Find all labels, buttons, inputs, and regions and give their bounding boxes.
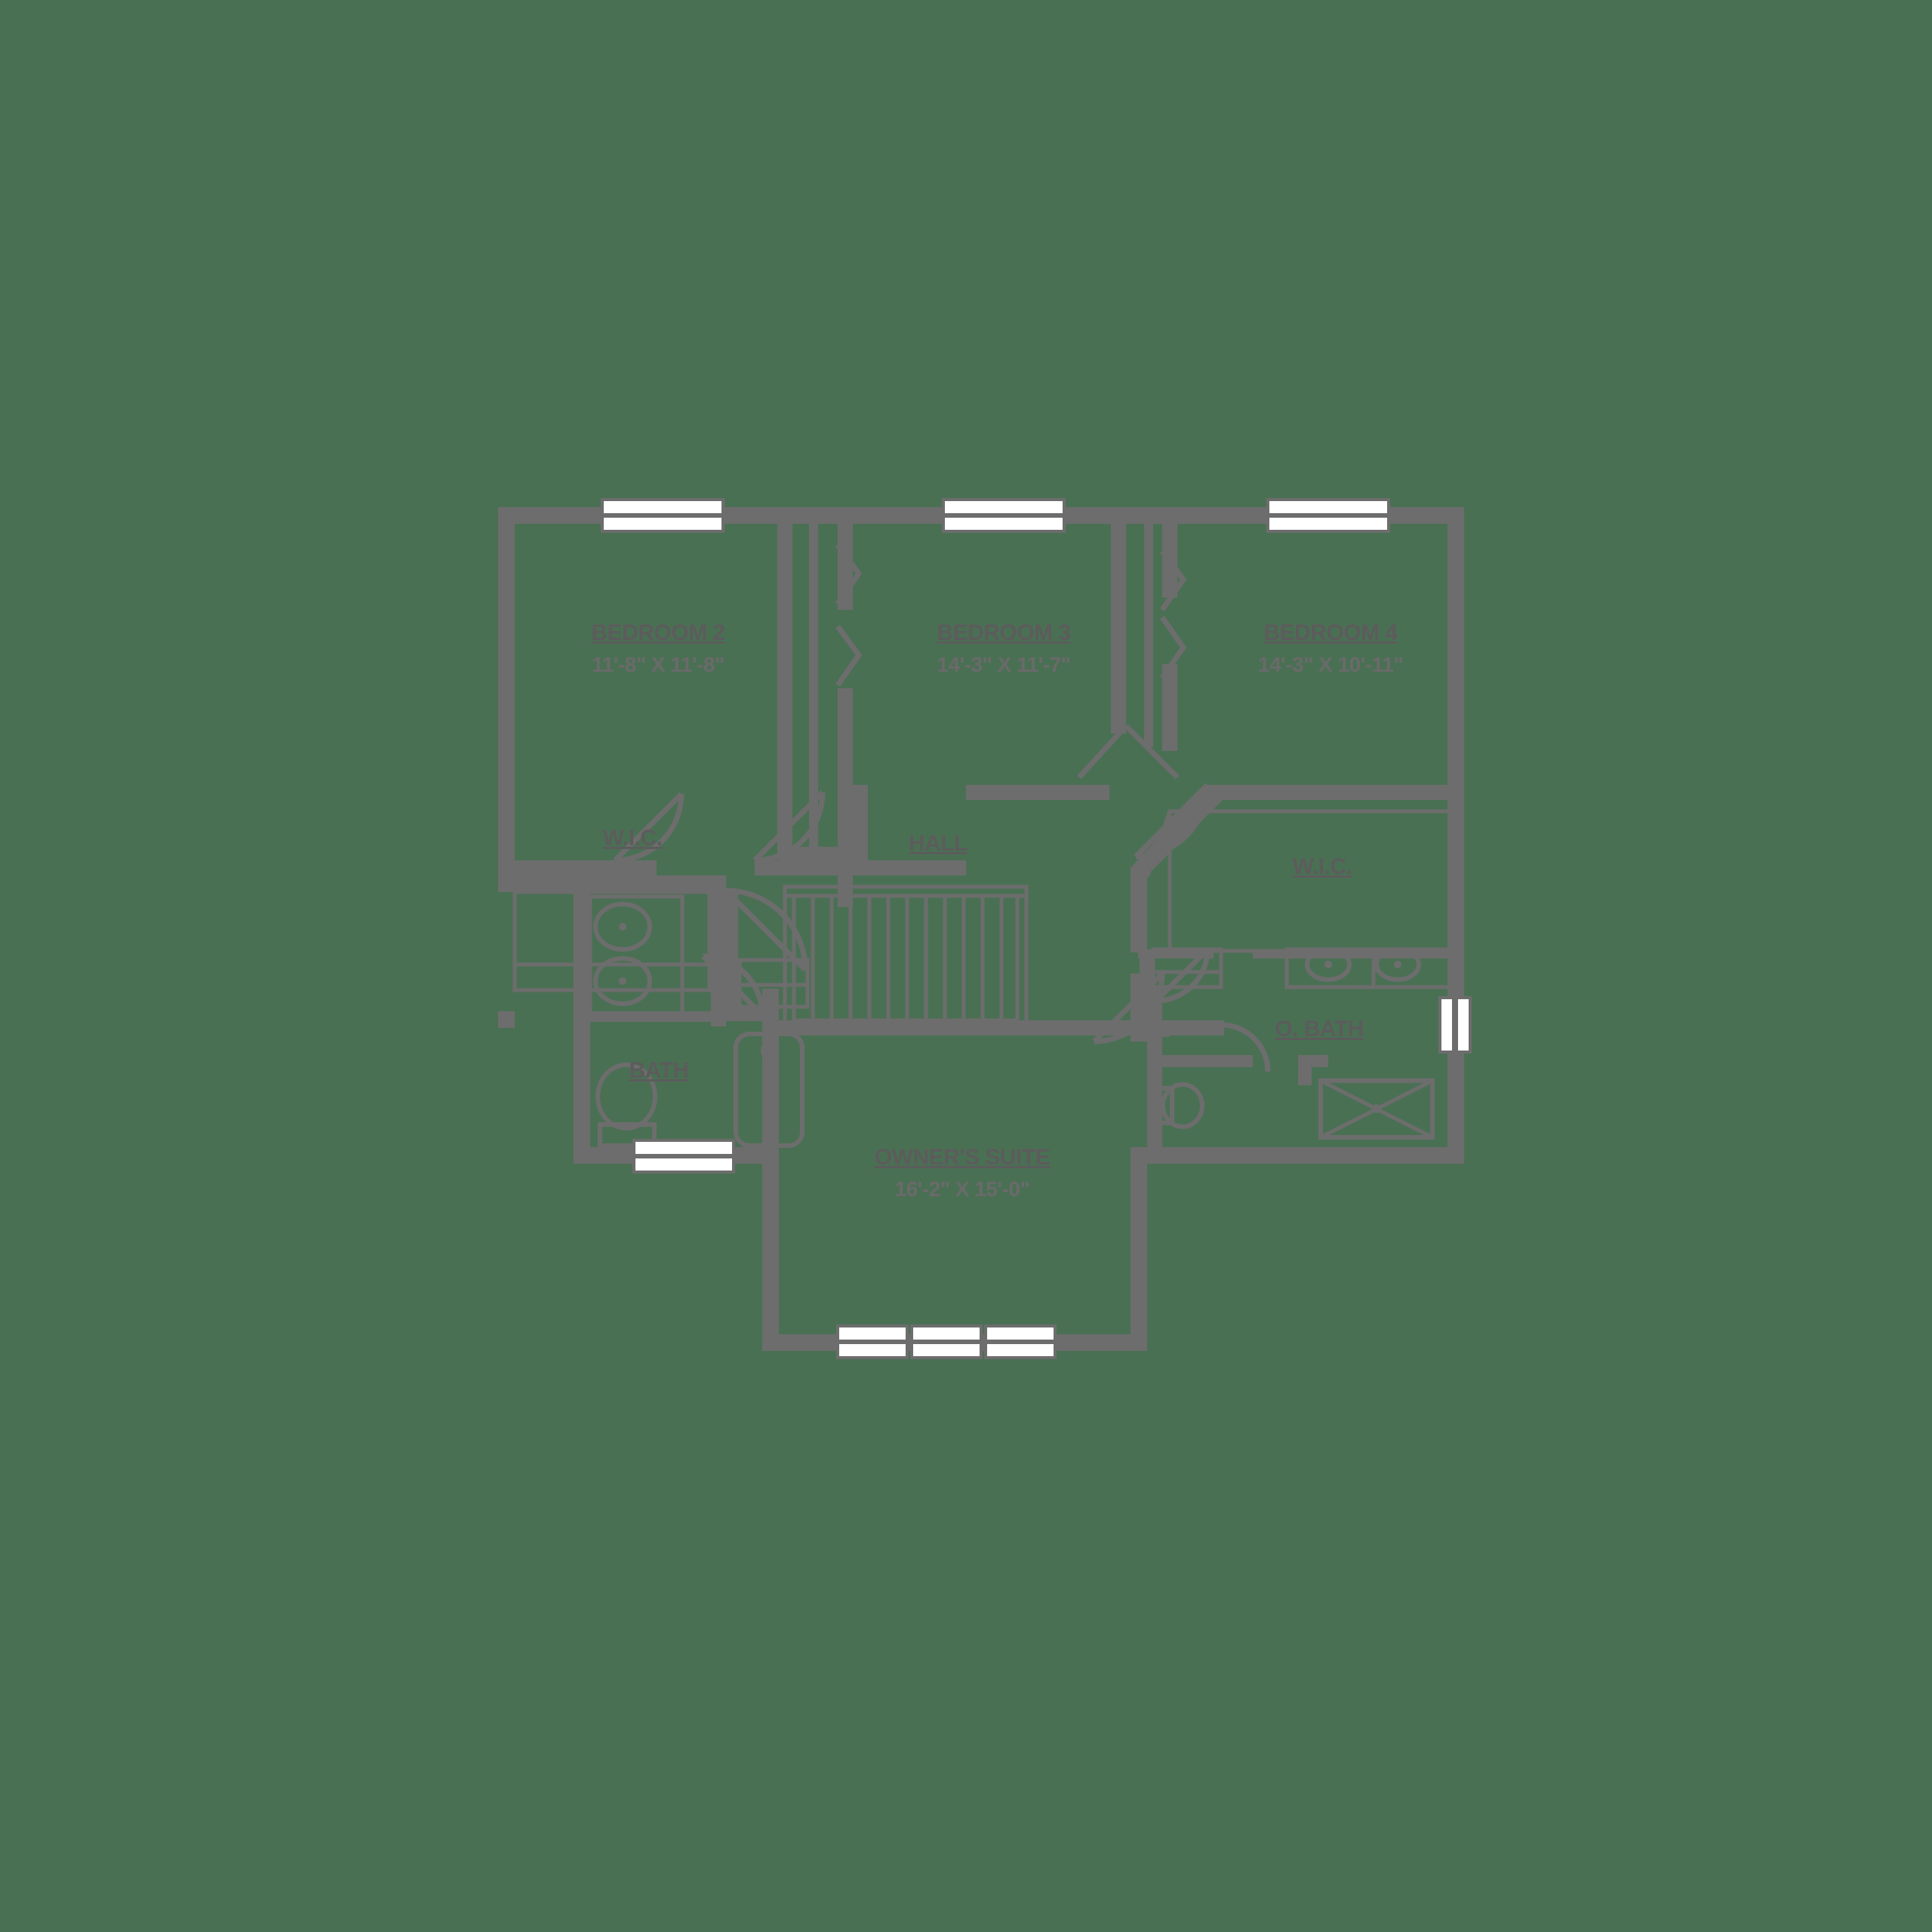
obath-toilet-icon [1153,1082,1204,1129]
bath-toilet-icon [595,1063,657,1148]
obath-shower-icon [1318,1078,1435,1140]
window-bath-bottom [632,1139,735,1174]
room-label-hall: HALL [909,831,968,856]
window-bedroom2-top [601,498,724,533]
owner-bath-fixtures [1151,947,1464,1140]
room-label-owner-bath: O. BATH [1275,1017,1364,1041]
room-label-bath: BATH [629,1058,688,1083]
closet-bedroom2 [835,543,863,688]
bath-sink-upper-icon [593,902,652,952]
closet-bedroom4 [1077,724,1180,780]
door-bedroom2 [613,792,685,863]
wic-left-shelf [512,890,712,992]
bath-vanity [588,894,685,1016]
bath-fixtures [588,894,810,1148]
bath-tub-icon [734,1032,804,1148]
door-linen-obath [1220,1022,1271,1072]
staircase [783,884,1029,1023]
room-label-bedroom3: BEDROOM 3 [937,620,1070,645]
window-suite-1 [836,1324,909,1359]
obath-sink-right-icon [1374,947,1421,982]
obath-linen [1151,947,1223,989]
wall-details [498,875,726,1028]
bath-sink-lower-icon [593,956,652,1006]
closet-bedroom3 [1160,549,1187,680]
room-label-wic-right: W.I.C. [1293,854,1352,879]
windows [601,498,1472,1359]
room-dim-bedroom4: 14'-3" X 10'-11" [1258,653,1403,676]
window-bedroom3-top [942,498,1066,533]
window-suite-2 [910,1324,983,1359]
door-bath [724,888,808,972]
room-label-bedroom4: BEDROOM 4 [1263,620,1398,645]
closet-bifold-doors [835,543,1187,780]
room-label-bedroom2: BEDROOM 2 [591,620,724,645]
obath-sink-left-icon [1305,947,1352,982]
room-dim-bedroom2: 11'-8" X 11'-8" [592,653,724,676]
window-bedroom4-top [1266,498,1390,533]
window-obath-right [1438,996,1472,1054]
door-bedroom3 [752,790,826,863]
room-label-owners-suite: OWNER'S SUITE [875,1145,1050,1170]
room-dim-owners-suite: 16'-2" X 15'-0" [895,1177,1030,1201]
window-suite-3 [984,1324,1057,1359]
room-label-wic-left: W.I.C. [603,826,663,851]
room-labels: BEDROOM 2 11'-8" X 11'-8" BEDROOM 3 14'-… [591,620,1403,1201]
room-dim-bedroom3: 14'-3" X 11'-7" [937,653,1070,676]
